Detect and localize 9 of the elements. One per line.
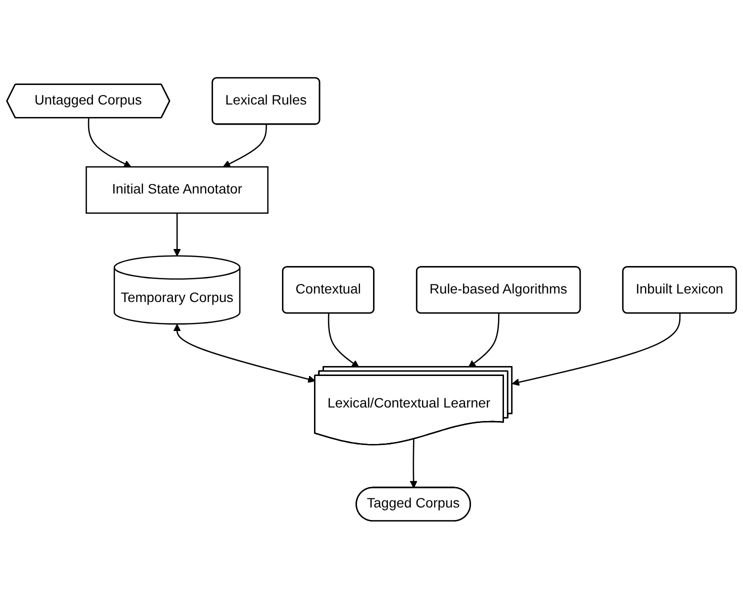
arrow: [512, 313, 681, 386]
arrow: [328, 313, 360, 368]
arrow: [222, 124, 268, 167]
node-box: Initial State Annotator: [86, 166, 268, 214]
arrow: [410, 438, 418, 488]
arrow: [88, 118, 132, 167]
arrow: [173, 324, 316, 383]
arrow: [468, 313, 500, 368]
arrow: [173, 212, 181, 256]
